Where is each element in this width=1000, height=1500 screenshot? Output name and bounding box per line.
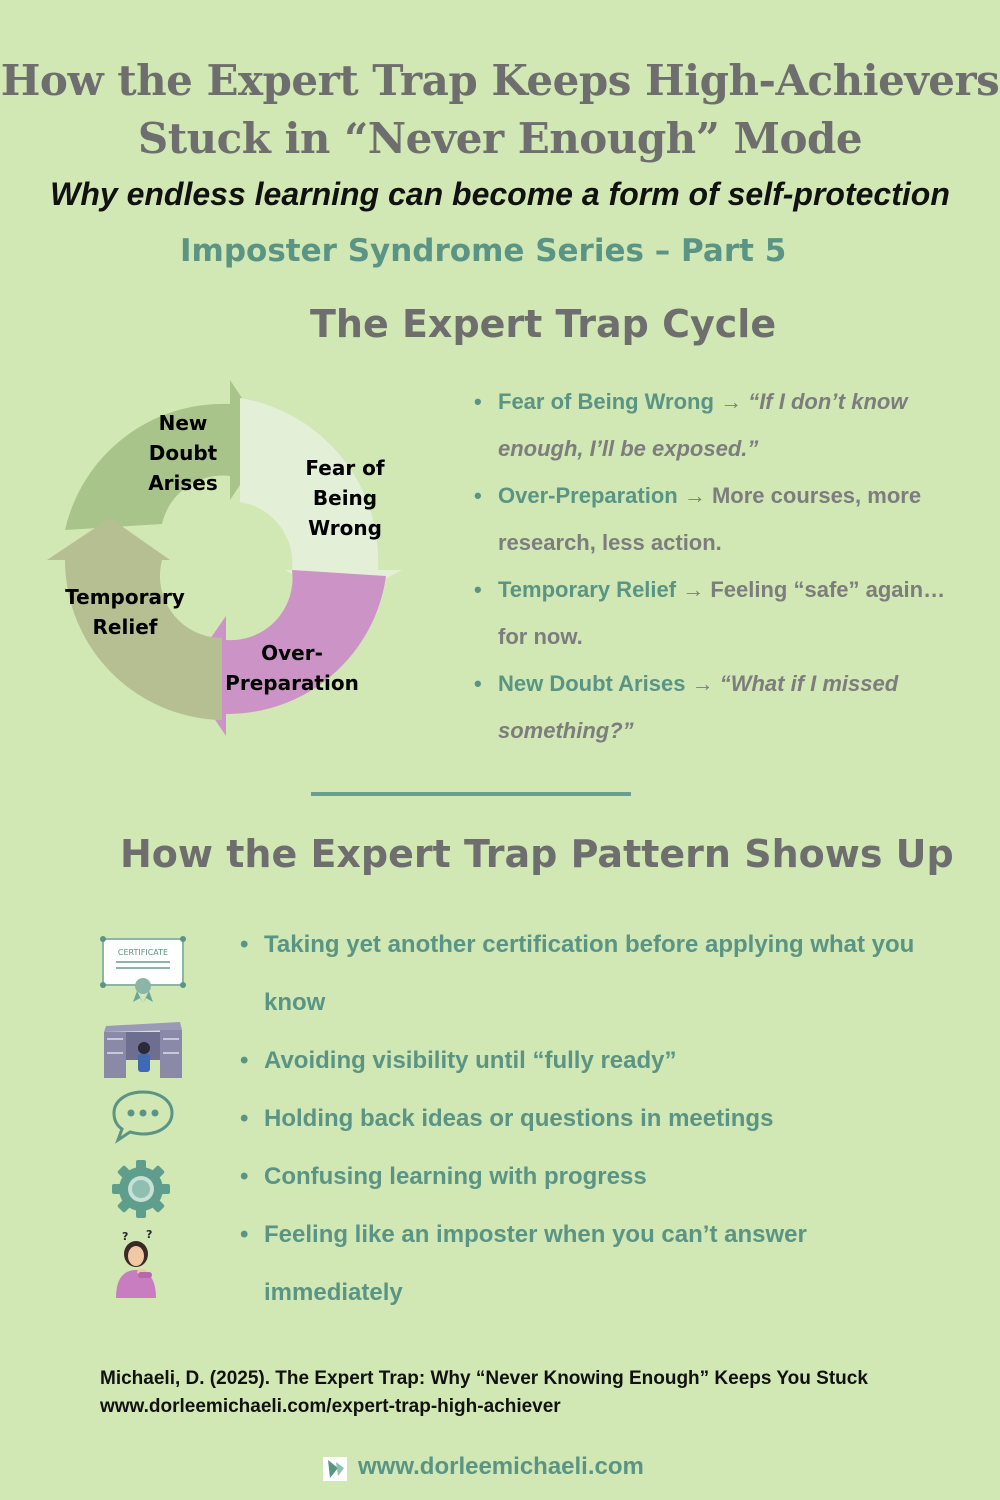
cycle-segment-fear [240,398,402,602]
title-line-1: How the Expert Trap Keeps High-Achievers [0,56,1000,105]
citation: Michaeli, D. (2025). The Expert Trap: Wh… [100,1365,868,1421]
segment-label-fear-3: Wrong [308,516,382,540]
list-item: Fear of Being Wrong → “If I don’t know e… [470,378,970,472]
cycle-segment-over-prep [185,570,386,736]
cycle-item-key: Over-Preparation [498,483,678,508]
confused-woman-icon: ? ? [116,1228,156,1298]
certificate-icon: CERTIFICATE [100,936,186,1003]
list-item: Holding back ideas or questions in meeti… [236,1090,936,1148]
footer-website-link[interactable]: www.dorleemichaeli.com [358,1453,644,1480]
list-item: Over-Preparation → More courses, more re… [470,472,970,566]
list-item: New Doubt Arises → “What if I missed som… [470,660,970,754]
list-item: Feeling like an imposter when you can’t … [236,1206,936,1322]
list-item: Avoiding visibility until “fully ready” [236,1032,936,1090]
pattern-list: Taking yet another certification before … [236,916,936,1322]
cycle-item-text: More courses, more research, less action… [498,483,922,555]
series-label: Imposter Syndrome Series – Part 5 [180,233,787,269]
segment-label-new-doubt-1: New [159,411,208,435]
cycle-explanation-list: Fear of Being Wrong → “If I don’t know e… [470,378,970,754]
pattern-heading: How the Expert Trap Pattern Shows Up [120,832,954,876]
svg-text:?: ? [146,1228,152,1241]
cycle-segment-new-doubt [65,380,270,530]
speech-bubble-icon [112,1090,174,1144]
segment-label-over-prep-2: Preparation [225,671,359,695]
svg-text:?: ? [122,1230,128,1243]
segment-label-fear-1: Fear of [305,456,384,480]
segment-label-fear-2: Being [313,486,377,510]
arrow-icon: → [691,671,714,696]
list-item: Taking yet another certification before … [236,916,936,1032]
cycle-item-text: Feeling “safe” again… for now. [498,577,946,649]
cycle-item-key: New Doubt Arises [498,671,686,696]
arrow-icon: → [683,483,706,508]
section-divider [311,792,631,796]
list-item: Temporary Relief → Feeling “safe” again…… [470,566,970,660]
list-item: Confusing learning with progress [236,1148,936,1206]
segment-label-relief-1: Temporary [65,585,185,609]
cycle-heading: The Expert Trap Cycle [310,302,777,346]
cycle-segment-relief [47,518,222,720]
cycle-item-text: “If I don’t know enough, I’ll be exposed… [498,389,908,461]
cycle-item-key: Temporary Relief [498,577,677,602]
segment-label-new-doubt-2: Doubt [149,441,218,465]
segment-label-over-prep-1: Over- [261,641,323,665]
desk-hiding-icon [104,1022,182,1078]
title-line-2: Stuck in “Never Enough” Mode [137,114,863,163]
gear-icon [112,1160,170,1218]
page-subtitle: Why endless learning can become a form o… [50,176,950,212]
segment-label-relief-2: Relief [93,615,158,639]
cycle-item-key: Fear of Being Wrong [498,389,714,414]
segment-label-new-doubt-3: Arises [148,471,218,495]
arrow-icon: → [682,577,705,602]
certificate-label: CERTIFICATE [118,948,168,957]
arrow-icon: → [720,389,743,414]
cycle-item-text: “What if I missed something?” [498,671,899,743]
page-title: How the Expert Trap Keeps High-Achievers… [0,52,1000,168]
citation-line-1: Michaeli, D. (2025). The Expert Trap: Wh… [100,1368,868,1389]
citation-link[interactable]: www.dorleemichaeli.com/expert-trap-high-… [100,1396,561,1417]
brand-logo-icon [323,1457,347,1481]
cycle-diagram: New Doubt Arises Fear of Being Wrong Ove… [47,380,402,736]
